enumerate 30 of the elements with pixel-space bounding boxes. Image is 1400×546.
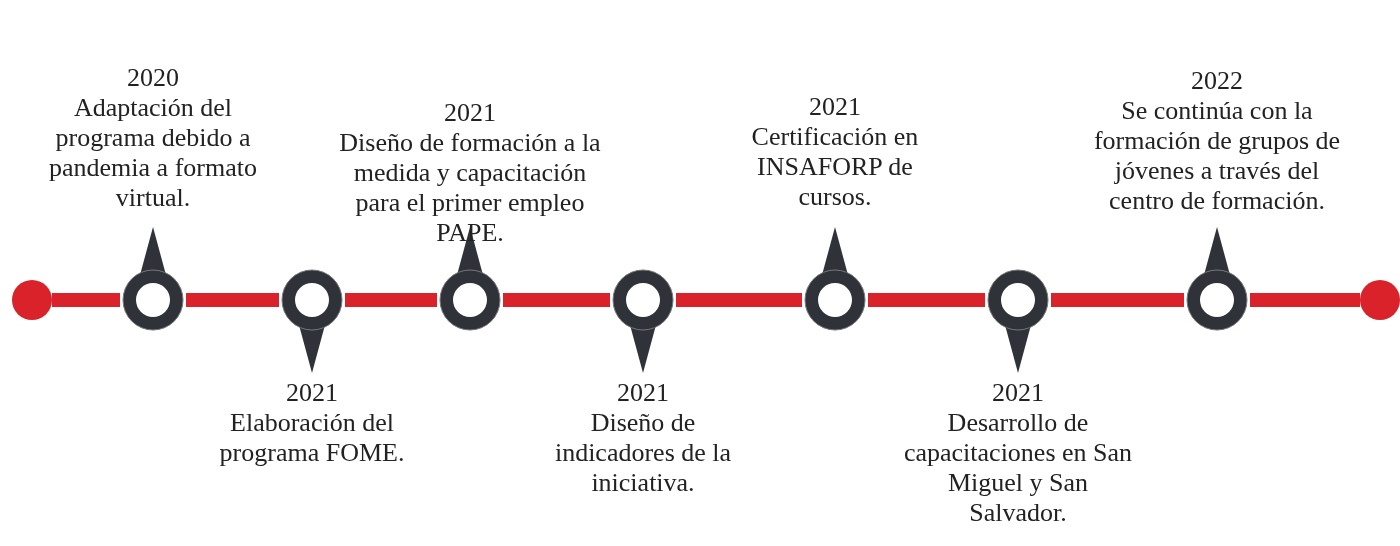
event-description: Adaptación del programa debido a pandemia a formato virtual. [48, 93, 258, 213]
timeline-line [1051, 293, 1184, 307]
event-description: Se continúa con la formación de grupos de jóvenes a través del centro de formación. [1092, 96, 1342, 216]
year-label: 2021 [992, 378, 1044, 408]
year-label: 2021 [444, 98, 496, 128]
end-dot [12, 280, 52, 320]
year-label: 2021 [617, 378, 669, 408]
pin-marker [1184, 227, 1250, 333]
timeline-line [503, 293, 610, 307]
timeline-line [868, 293, 985, 307]
timeline-line [186, 293, 279, 307]
event-description: Diseño de indicadores de la iniciativa. [553, 408, 733, 498]
timeline-line [345, 293, 437, 307]
year-label: 2021 [809, 92, 861, 122]
year-label: 2020 [127, 63, 179, 93]
event-description: Desarrollo de capacitaciones en San Miguel y San Salvador. [903, 408, 1133, 528]
timeline-line [52, 293, 120, 307]
pin-marker [279, 267, 345, 373]
pin-marker [610, 267, 676, 373]
end-dot [1360, 280, 1400, 320]
event-description: Elaboración del programa FOME. [218, 408, 406, 468]
event-description: Certificación en INSAFORP de cursos. [750, 122, 920, 212]
pin-marker [802, 227, 868, 333]
event-description: Diseño de formación a la medida y capacitación para el primer empleo PAPE. [338, 128, 602, 248]
year-label: 2022 [1191, 66, 1243, 96]
timeline-line [676, 293, 802, 307]
timeline-line [1250, 293, 1360, 307]
year-label: 2021 [286, 378, 338, 408]
pin-marker [120, 227, 186, 333]
pin-marker [985, 267, 1051, 373]
